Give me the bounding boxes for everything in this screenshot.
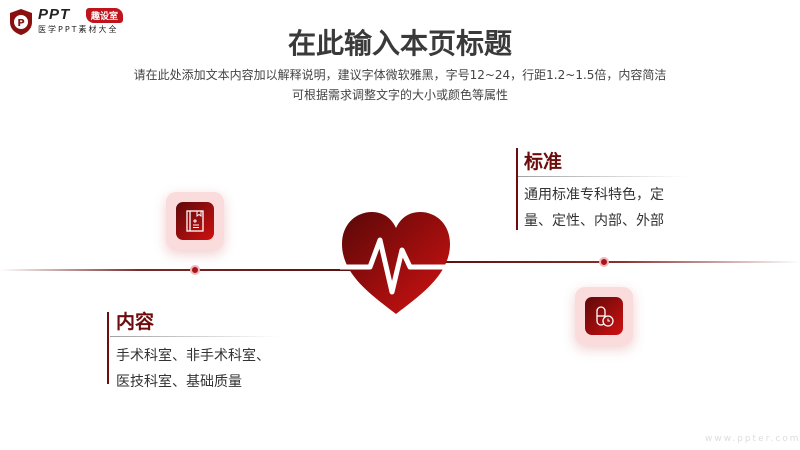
watermark: www.ppter.com — [705, 434, 800, 444]
standard-divider — [518, 176, 688, 177]
medical-book-icon — [186, 210, 204, 232]
page-title: 在此输入本页标题 — [287, 27, 512, 60]
subtitle-line-2: 可根据需求调整文字的大小或颜色等属性 — [291, 88, 508, 102]
standard-heading: 标准 — [524, 151, 563, 173]
logo-brand: PPT — [38, 6, 71, 23]
timeline-dot — [599, 257, 609, 267]
logo: P PPT 趣设室 医学PPT素材大全 — [8, 6, 138, 36]
svg-text:P: P — [17, 18, 24, 29]
timeline-right — [440, 261, 800, 263]
pill-clock-icon — [596, 306, 614, 327]
logo-badge: 趣设室 — [86, 8, 124, 23]
content-desc-line: 手术科室、非手术科室、 — [116, 348, 270, 364]
content-desc: 手术科室、非手术科室、医技科室、基础质量 — [116, 343, 270, 395]
shield-logo-icon: P — [10, 9, 32, 35]
standard-desc: 通用标准专科特色，定量、定性、内部、外部 — [524, 182, 664, 234]
standard-desc-line: 通用标准专科特色，定 — [524, 187, 664, 203]
content-heading: 内容 — [116, 311, 155, 333]
subtitle-line-1: 请在此处添加文本内容加以解释说明，建议字体微软雅黑，字号12~24，行距1.2~… — [133, 68, 667, 82]
heart-pulse-icon — [340, 212, 452, 314]
logo-tagline: 医学PPT素材大全 — [38, 25, 119, 34]
standard-icon-box — [575, 287, 633, 345]
standard-accent-bar — [516, 148, 518, 230]
timeline-dot — [190, 265, 200, 275]
timeline-left — [0, 269, 350, 271]
content-icon-box — [166, 192, 224, 250]
standard-desc-line: 量、定性、内部、外部 — [524, 213, 664, 229]
content-accent-bar — [107, 312, 109, 384]
content-desc-line: 医技科室、基础质量 — [116, 374, 242, 390]
content-divider — [110, 336, 280, 337]
